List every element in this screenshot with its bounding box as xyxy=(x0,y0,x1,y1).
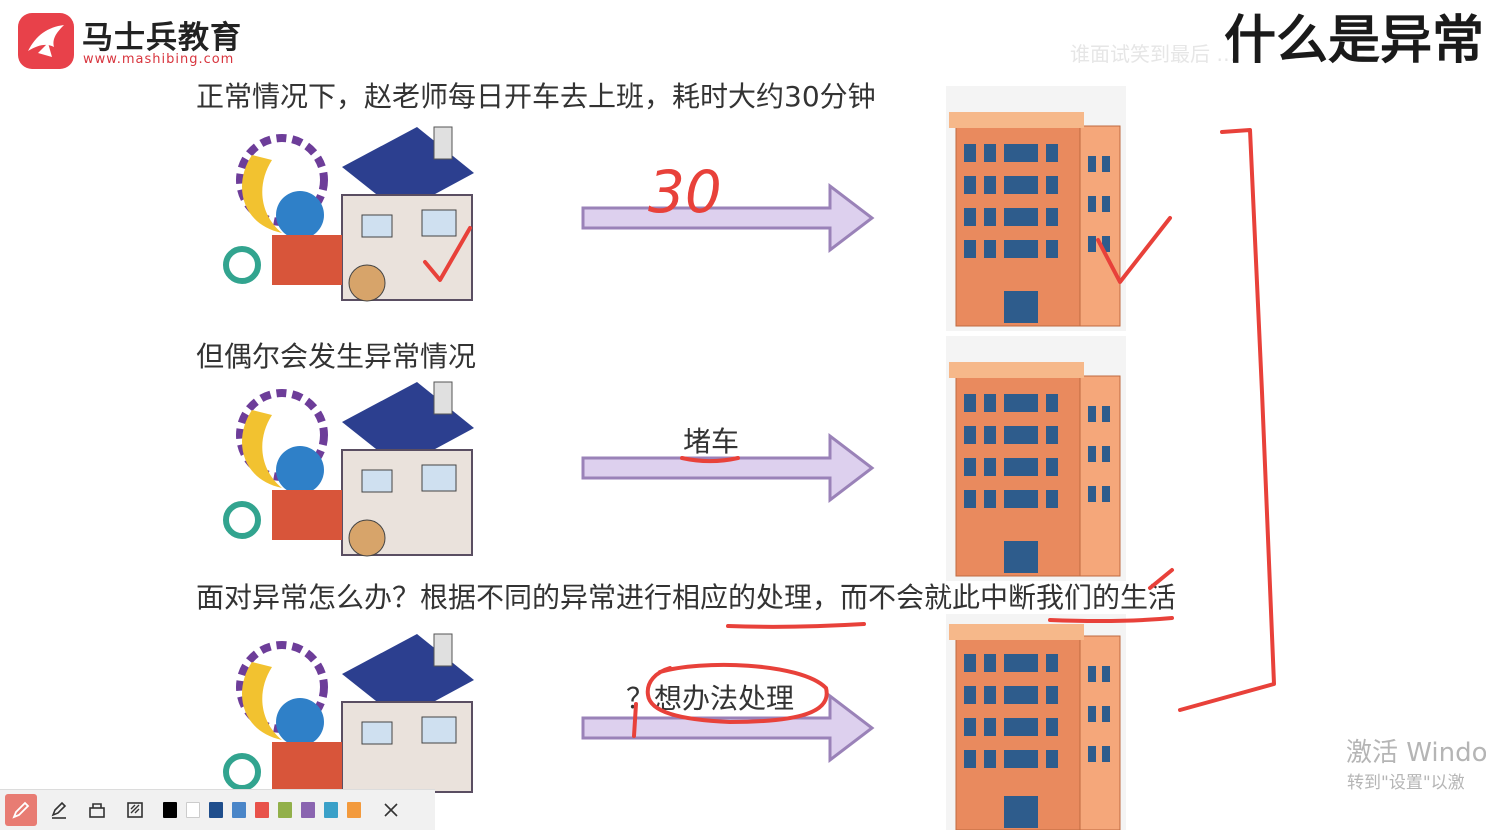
arrow-label-traffic: 堵车 xyxy=(683,425,740,458)
slide-line-normal: 正常情况下，赵老师每日开车去上班，耗时大约30分钟 xyxy=(196,80,876,113)
color-swatch-6[interactable] xyxy=(301,802,315,818)
brand-logo-icon xyxy=(18,13,74,69)
pen-cursor-ink xyxy=(1148,568,1174,590)
house-illustration-2 xyxy=(223,381,474,557)
office-building-2 xyxy=(946,336,1126,581)
underline-traffic-ink xyxy=(680,456,740,463)
checkmark-house-ink xyxy=(423,226,472,282)
handwritten-30: 30 xyxy=(648,158,722,226)
underline-life-ink xyxy=(1048,616,1174,624)
arrow-label-handle: ？想办法处理 xyxy=(626,682,795,715)
color-swatch-4[interactable] xyxy=(255,802,269,818)
slide-line-exception: 但偶尔会发生异常情况 xyxy=(196,340,477,373)
house-illustration-3 xyxy=(223,633,474,793)
windows-activation-title: 激活 Windo xyxy=(1346,738,1486,768)
annotation-toolbar xyxy=(0,789,435,830)
office-building-3 xyxy=(946,614,1126,830)
slide-title: 什么是异常 xyxy=(1223,11,1484,71)
color-swatch-5[interactable] xyxy=(278,802,292,818)
arrow-exception xyxy=(581,432,875,504)
house-illustration-1 xyxy=(223,126,474,302)
brand-name: 马士兵教育 xyxy=(82,20,242,56)
close-icon[interactable] xyxy=(375,794,407,826)
color-swatch-7[interactable] xyxy=(324,802,338,818)
arrow-normal xyxy=(581,182,875,254)
video-watermark: 谁面试笑到最后 … xyxy=(1070,42,1237,66)
office-building-1 xyxy=(946,86,1126,331)
arrow-handle xyxy=(581,692,875,764)
bracket-ink xyxy=(1178,128,1276,712)
circle-handle-ink xyxy=(645,662,829,724)
highlighter-icon[interactable] xyxy=(43,794,75,826)
brand-url: www.mashibing.com xyxy=(83,52,235,67)
stroke-handle-ink xyxy=(632,702,638,738)
color-swatch-0[interactable] xyxy=(163,802,177,818)
color-swatch-3[interactable] xyxy=(232,802,246,818)
color-swatch-1[interactable] xyxy=(186,802,200,818)
windows-activation-hint: 转到"设置"以激 xyxy=(1347,773,1465,793)
color-swatch-8[interactable] xyxy=(347,802,361,818)
eraser-icon[interactable] xyxy=(81,794,113,826)
pen-icon[interactable] xyxy=(5,794,37,826)
checkmark-building-ink xyxy=(1096,216,1172,284)
slide-line-handle: 面对异常怎么办？根据不同的异常进行相应的处理，而不会就此中断我们的生活 xyxy=(196,581,1177,614)
color-swatch-2[interactable] xyxy=(209,802,223,818)
clear-icon[interactable] xyxy=(119,794,151,826)
underline-handle-ink xyxy=(726,622,866,629)
